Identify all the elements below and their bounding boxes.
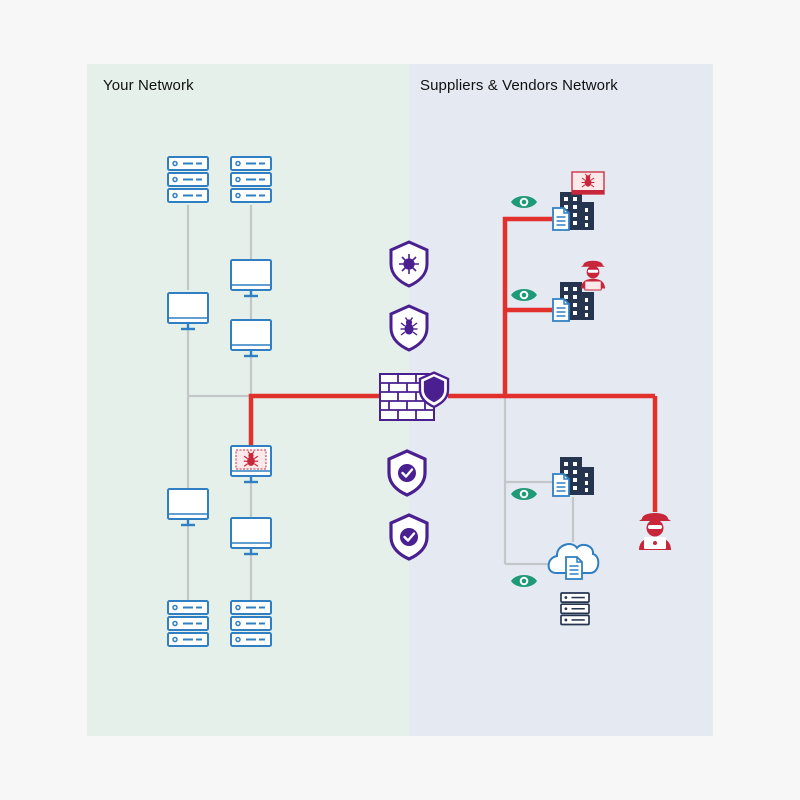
hacker-icon [581,260,605,291]
vendor-connections [503,396,575,566]
monitor-icon [229,516,273,556]
server-rack-icon [230,600,272,647]
monitor-icon [229,258,273,298]
server-rack-icon [167,156,209,203]
firewall-icon [379,371,450,421]
shield-check-icon [387,449,427,497]
server-rack-icon [230,156,272,203]
shield-check-icon [389,513,429,561]
document-icon [565,556,583,580]
bug-alert-icon [571,171,605,195]
suppliers-network-zone [409,64,713,736]
document-icon [552,473,570,497]
suppliers-network-title: Suppliers & Vendors Network [420,77,618,94]
document-icon [552,207,570,231]
hacker-icon [639,513,671,550]
vendor-building [552,171,605,231]
monitor-icon [229,318,273,358]
shield-virus-icon [389,240,429,288]
monitor-icon [166,291,210,331]
compromised-path [248,216,658,512]
shield-bug-icon [389,304,429,352]
document-icon [552,298,570,322]
your-network-title: Your Network [103,77,194,94]
monitor-icon [166,487,210,527]
vendor-building [552,260,605,322]
infected-monitor-icon [229,444,273,484]
server-rack-icon [560,592,590,626]
server-rack-icon [167,600,209,647]
